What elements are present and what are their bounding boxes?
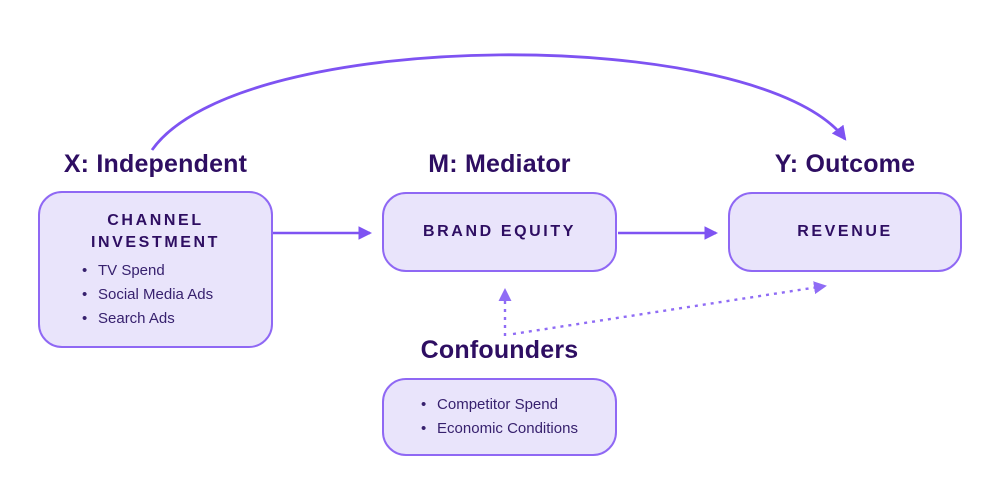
independent-heading: X: Independent <box>63 150 248 178</box>
outcome-heading: Y: Outcome <box>774 150 916 178</box>
independent-node: CHANNEL INVESTMENT TV Spend Social Media… <box>38 191 273 348</box>
mediator-heading: M: Mediator <box>428 150 571 178</box>
outcome-node: REVENUE <box>728 192 962 272</box>
bullet-item: TV Spend <box>82 259 271 283</box>
confounders-node: Competitor Spend Economic Conditions <box>382 378 617 456</box>
bullet-item: Economic Conditions <box>421 417 578 441</box>
independent-bullet-list: TV Spend Social Media Ads Search Ads <box>40 259 271 331</box>
mediator-node-title: BRAND EQUITY <box>423 223 576 241</box>
outcome-node-title: REVENUE <box>797 223 893 241</box>
bullet-item: Social Media Ads <box>82 283 271 307</box>
confounders-heading: Confounders <box>420 336 579 364</box>
mediator-node: BRAND EQUITY <box>382 192 617 272</box>
confounders-bullet-list: Competitor Spend Economic Conditions <box>421 393 578 441</box>
direct-effect-arc-arrow <box>150 53 847 151</box>
independent-node-title: CHANNEL INVESTMENT <box>90 212 221 251</box>
confounders-to-outcome-arrow <box>512 281 827 336</box>
bullet-item: Search Ads <box>82 307 271 331</box>
bullet-item: Competitor Spend <box>421 393 578 417</box>
